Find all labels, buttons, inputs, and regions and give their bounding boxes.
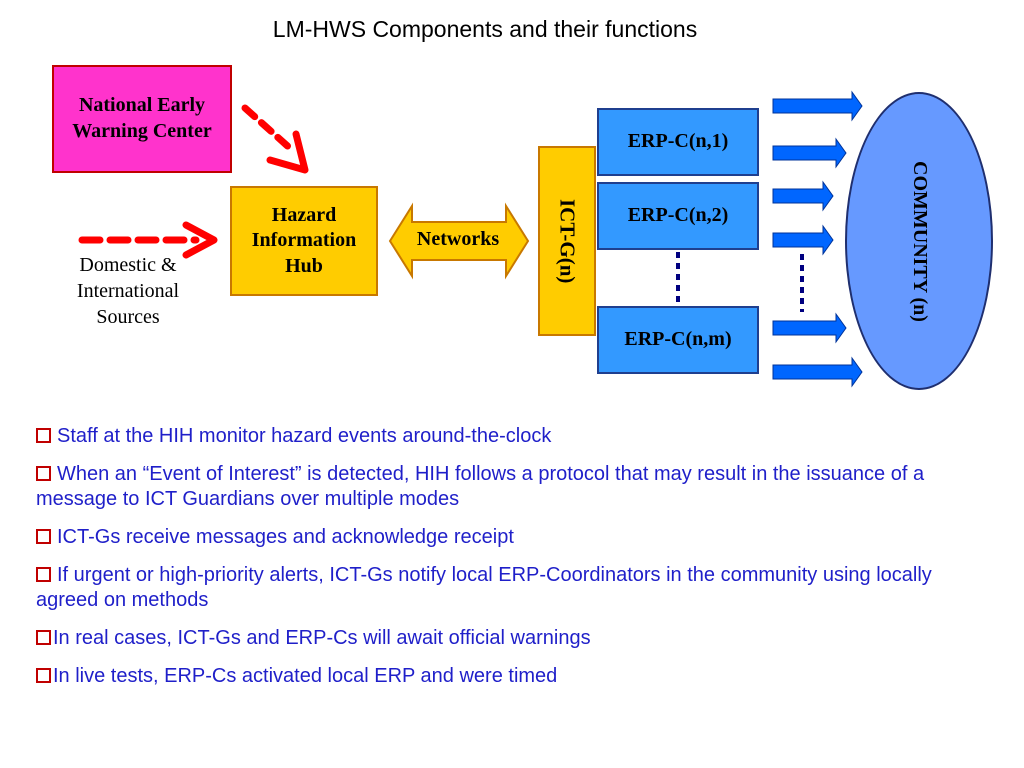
networks-label: Networks: [416, 228, 500, 250]
blue-arrow-2: [772, 137, 847, 169]
blue-arrow-6: [772, 356, 863, 388]
domestic-international-sources-label: Domestic & International Sources: [76, 254, 180, 328]
networks-double-arrow: [388, 202, 530, 280]
bullet-item: When an “Event of Interest” is detected,…: [36, 463, 925, 510]
bullet-item: In live tests, ERP-Cs activated local ER…: [36, 664, 966, 689]
bullet-item: In real cases, ICT-Gs and ERP-Cs will aw…: [36, 626, 966, 651]
blue-arrow-1: [772, 90, 863, 122]
red-arrow-national-to-hub: [241, 104, 309, 174]
community-ellipse: COMMUNITY (n): [845, 92, 993, 390]
erp-coordinator-m-box: ERP-C(n,m): [597, 306, 759, 374]
checkbox-bullet-icon: [36, 567, 51, 582]
blue-arrows: [772, 90, 863, 388]
bullet-item: If urgent or high-priority alerts, ICT-G…: [36, 564, 932, 611]
bullet-list: Staff at the HIH monitor hazard events a…: [36, 424, 966, 702]
checkbox-bullet-icon: [36, 428, 51, 443]
blue-arrow-3: [772, 180, 834, 212]
national-early-warning-center-box: National Early Warning Center: [52, 65, 232, 173]
blue-arrow-5: [772, 312, 847, 344]
bullet-item: ICT-Gs receive messages and acknowledge …: [36, 525, 966, 550]
checkbox-bullet-icon: [36, 466, 51, 481]
blue-arrow-4: [772, 224, 834, 256]
erp-coordinator-2-box: ERP-C(n,2): [597, 182, 759, 250]
red-arrow-sources-to-hub: [78, 221, 218, 259]
bullet-item: Staff at the HIH monitor hazard events a…: [36, 424, 966, 449]
hazard-information-hub-box: Hazard Information Hub: [230, 186, 378, 296]
community-label: COMMUNITY (n): [908, 160, 931, 322]
ict-guardian-box: ICT-G(n): [538, 146, 596, 336]
checkbox-bullet-icon: [36, 630, 51, 645]
checkbox-bullet-icon: [36, 668, 51, 683]
ict-guardian-label: ICT-G(n): [555, 198, 580, 284]
erp-coordinator-1-box: ERP-C(n,1): [597, 108, 759, 176]
checkbox-bullet-icon: [36, 529, 51, 544]
page-title: LM-HWS Components and their functions: [272, 16, 698, 42]
